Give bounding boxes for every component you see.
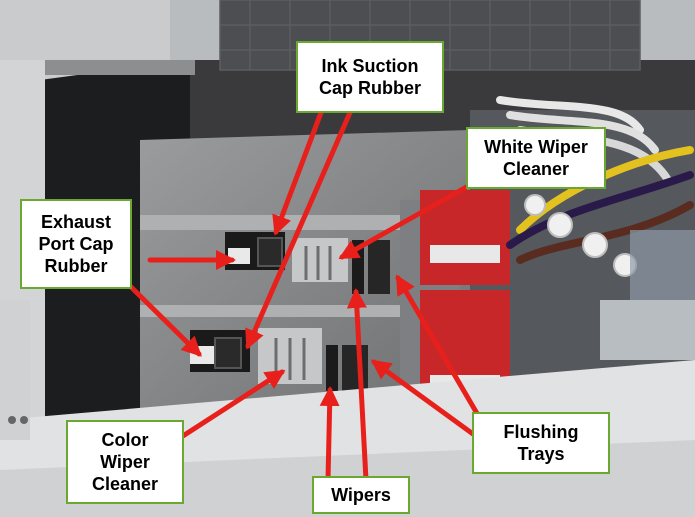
label-line: Cleaner [502, 159, 570, 179]
label-exhaust-port-cap-rubber: Exhaust Port Cap Rubber [20, 199, 132, 289]
label-line: Exhaust [40, 212, 112, 232]
arrow-exhaust-lower [125, 281, 202, 357]
lower-cap-station [190, 328, 368, 391]
label-white-wiper-cleaner: White Wiper Cleaner [466, 127, 606, 189]
label-line: Cleaner [91, 474, 159, 494]
arrow-wipers-left [319, 386, 340, 483]
arrow-white-wiper [338, 182, 473, 260]
arrow-flushing-upper [395, 274, 485, 425]
label-line: Port Cap [38, 234, 114, 254]
label-line: Wiper [100, 452, 150, 472]
grid-cover [219, 0, 641, 71]
label-line: Color [101, 430, 149, 450]
arrow-flushing-lower [370, 359, 476, 437]
label-color-wiper-cleaner: Color Wiper Cleaner [66, 420, 184, 504]
label-line: Trays [517, 444, 565, 464]
label-line: Wipers [331, 485, 391, 505]
arrow-wipers-right [346, 288, 369, 483]
label-line: Flushing [503, 422, 579, 442]
label-flushing-trays: Flushing Trays [472, 412, 610, 474]
label-wipers: Wipers [312, 476, 410, 514]
pointer-arrows [125, 105, 485, 483]
label-line: White Wiper [484, 137, 588, 157]
label-line: Cap Rubber [318, 78, 421, 98]
arrow-ink-suction-upper [272, 107, 325, 236]
arrow-color-wiper [169, 369, 286, 446]
arrow-ink-suction-lower [245, 105, 355, 350]
label-ink-suction-cap-rubber: Ink Suction Cap Rubber [296, 41, 444, 113]
label-line: Ink Suction [321, 56, 419, 76]
label-line: Rubber [44, 256, 108, 276]
